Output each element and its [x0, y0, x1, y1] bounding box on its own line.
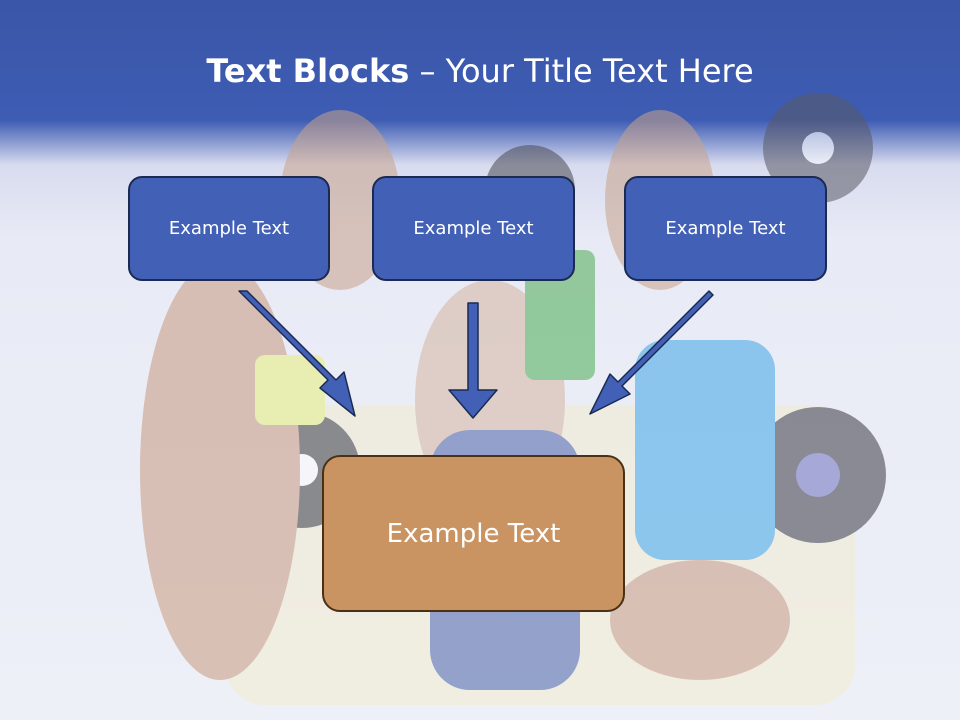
title-dash: – [409, 52, 446, 90]
arrow-center [448, 302, 498, 419]
vinyl-record-right [750, 407, 886, 543]
text-block-bottom[interactable]: Example Text [322, 455, 625, 612]
slide-title: Text Blocks – Your Title Text Here [0, 52, 960, 90]
text-block-top-right-label: Example Text [665, 218, 786, 239]
text-block-top-center-label: Example Text [413, 218, 534, 239]
vinyl-record-top [763, 93, 873, 203]
text-block-top-center[interactable]: Example Text [372, 176, 575, 281]
title-rest: Your Title Text Here [445, 52, 754, 90]
arrow-right [589, 290, 714, 415]
text-block-top-left-label: Example Text [168, 218, 290, 239]
figure-right-legs [610, 560, 790, 680]
text-block-bottom-label: Example Text [386, 518, 561, 549]
figure-left-top [255, 355, 325, 425]
arrow-left [238, 290, 356, 417]
figure-right-dress [635, 340, 775, 560]
text-block-top-left[interactable]: Example Text [128, 176, 330, 281]
text-block-top-right[interactable]: Example Text [624, 176, 827, 281]
figure-green [525, 250, 595, 380]
title-bold: Text Blocks [206, 52, 410, 90]
